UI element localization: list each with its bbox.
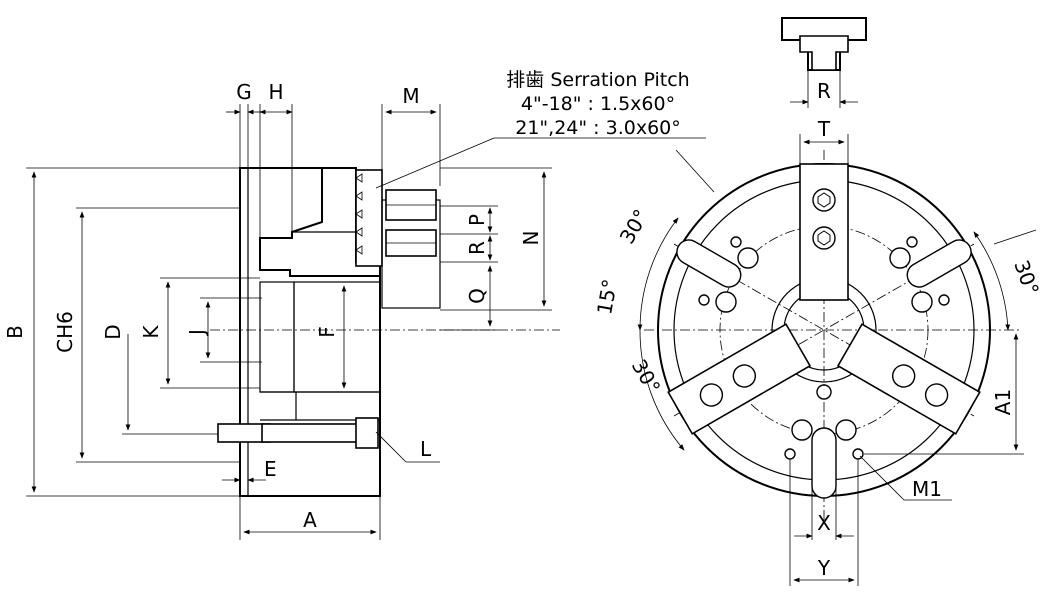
label-E: E xyxy=(264,457,277,481)
label-angle-30-lower-left: 30° xyxy=(627,355,666,398)
label-N: N xyxy=(519,231,543,246)
label-F: F xyxy=(315,326,339,338)
label-B: B xyxy=(3,325,27,339)
label-P: P xyxy=(465,214,489,226)
label-G: G xyxy=(236,80,252,104)
label-CH6: CH6 xyxy=(53,311,77,353)
label-T: T xyxy=(817,117,831,141)
label-J: J xyxy=(185,329,209,337)
label-angle-30-right: 30° xyxy=(1009,257,1042,299)
label-R-top: R xyxy=(817,79,831,103)
label-Y: Y xyxy=(817,556,831,580)
jaw-profile-detail: R xyxy=(781,17,867,108)
label-M: M xyxy=(402,84,419,108)
label-M1: M1 xyxy=(912,477,942,501)
label-H: H xyxy=(268,80,283,104)
label-A: A xyxy=(303,508,317,532)
label-D: D xyxy=(101,324,125,339)
serration-note-line3: 21",24" : 3.0x60° xyxy=(515,117,681,139)
label-L: L xyxy=(420,437,432,461)
label-R-side: R xyxy=(465,241,489,255)
label-Q: Q xyxy=(465,288,489,304)
label-X: X xyxy=(817,511,831,535)
front-view: T X Y A1 M1 30° 15° 30° 30° xyxy=(592,117,1042,586)
label-A1: A1 xyxy=(991,389,1015,415)
side-view: B CH6 D K J F G H xyxy=(3,69,706,540)
label-angle-30-upper-left: 30° xyxy=(615,205,654,248)
serration-note-line1: 排歯 Serration Pitch xyxy=(506,69,689,91)
label-angle-15: 15° xyxy=(592,277,622,316)
label-K: K xyxy=(139,325,163,339)
serration-note-line2: 4"-18" : 1.5x60° xyxy=(521,93,675,115)
